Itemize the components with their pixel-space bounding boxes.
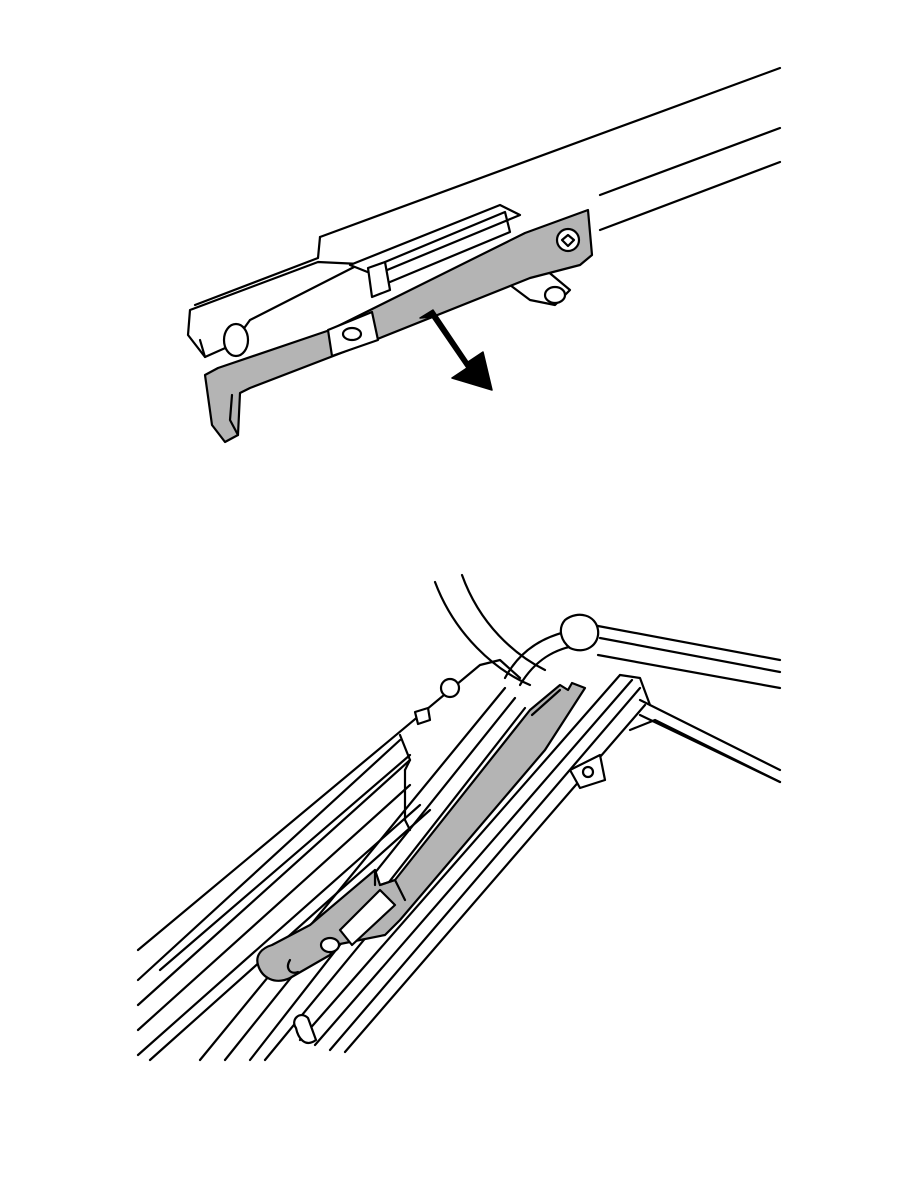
figure-rail-bracket-removal [0, 0, 918, 520]
figure-cable-guide [0, 560, 918, 1080]
guide-rail-strips [136, 686, 547, 1062]
slider-block [348, 203, 522, 299]
frame-plate [136, 658, 522, 972]
drive-cable [433, 573, 782, 690]
guide-rail [186, 66, 782, 359]
slider-part [256, 681, 587, 982]
right-rail-strips [293, 673, 652, 1054]
cable-guide-illustration [136, 573, 782, 1062]
rail-bracket-illustration [186, 66, 782, 444]
side-rail [568, 698, 782, 790]
removal-direction-arrow-icon [419, 309, 493, 391]
bracket-part [203, 208, 594, 444]
